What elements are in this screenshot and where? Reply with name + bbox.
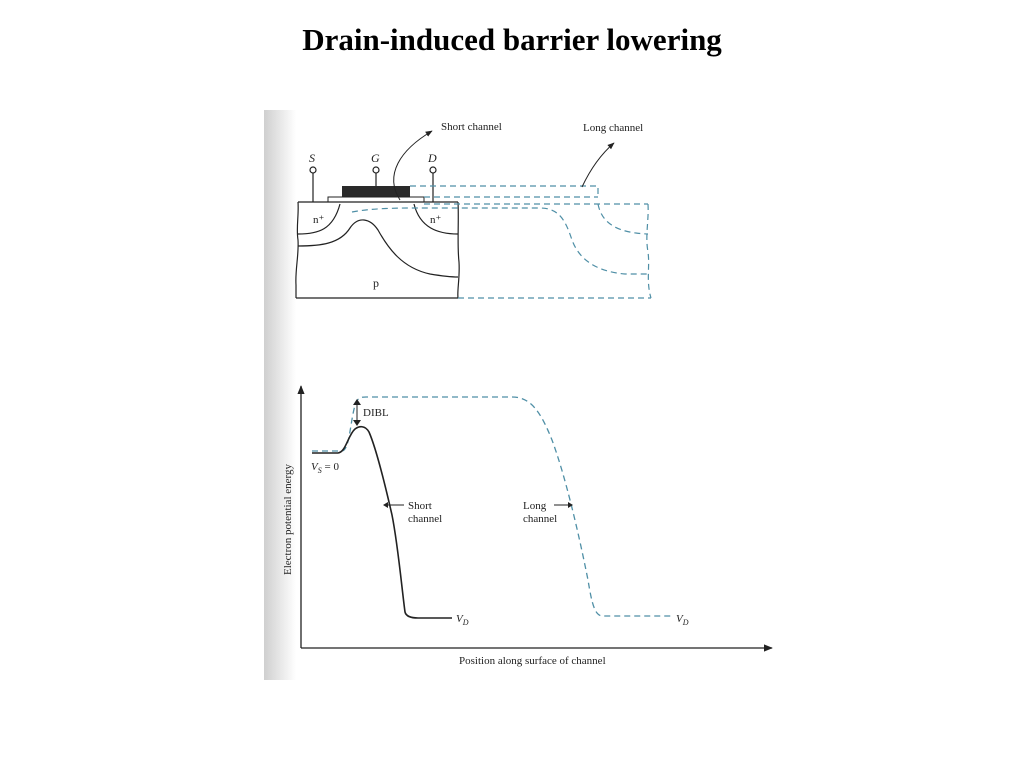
potential-energy-plot: Electron potential energy Position along…	[282, 385, 773, 667]
long-channel-outline	[351, 185, 652, 299]
vs-label: VS = 0	[311, 461, 339, 475]
n-plus-source-label: n⁺	[313, 214, 325, 226]
gate-electrode	[342, 186, 410, 197]
n-plus-drain-label: n⁺	[430, 214, 442, 226]
long-annotation-line1: Long	[523, 500, 547, 512]
short-channel-callout: Short channel	[393, 121, 502, 201]
dibl-label: DIBL	[363, 407, 389, 419]
slide-title: Drain-induced barrier lowering	[302, 22, 722, 57]
gate-terminal	[372, 166, 380, 186]
gate-oxide	[327, 196, 425, 203]
short-channel-annotation: Short channel	[383, 500, 442, 525]
short-channel-callout-label: Short channel	[441, 121, 502, 133]
vd-long-label: VD	[676, 613, 689, 627]
long-channel-annotation: Long channel	[523, 500, 573, 525]
short-channel-curve	[312, 425, 452, 619]
short-annotation-line1: Short	[408, 500, 432, 512]
source-label: S	[309, 151, 315, 165]
gate-label: G	[371, 151, 380, 165]
drain-terminal	[429, 166, 437, 202]
y-axis-label: Electron potential energy	[282, 464, 294, 575]
p-substrate-label: p	[373, 276, 379, 290]
scan-edge-shading	[264, 110, 296, 680]
mosfet-cross-section: S G D n⁺ n⁺ p	[295, 121, 652, 299]
vd-short-label: VD	[456, 613, 469, 627]
short-annotation-line2: channel	[408, 513, 442, 525]
source-terminal	[309, 166, 317, 202]
x-axis-label: Position along surface of channel	[459, 655, 606, 667]
long-annotation-line2: channel	[523, 513, 557, 525]
long-channel-callout: Long channel	[581, 122, 643, 188]
short-channel-substrate	[295, 201, 460, 299]
drain-label: D	[427, 151, 437, 165]
dibl-marker: DIBL	[353, 399, 389, 426]
long-channel-curve	[312, 396, 672, 617]
long-channel-callout-label: Long channel	[583, 122, 643, 134]
